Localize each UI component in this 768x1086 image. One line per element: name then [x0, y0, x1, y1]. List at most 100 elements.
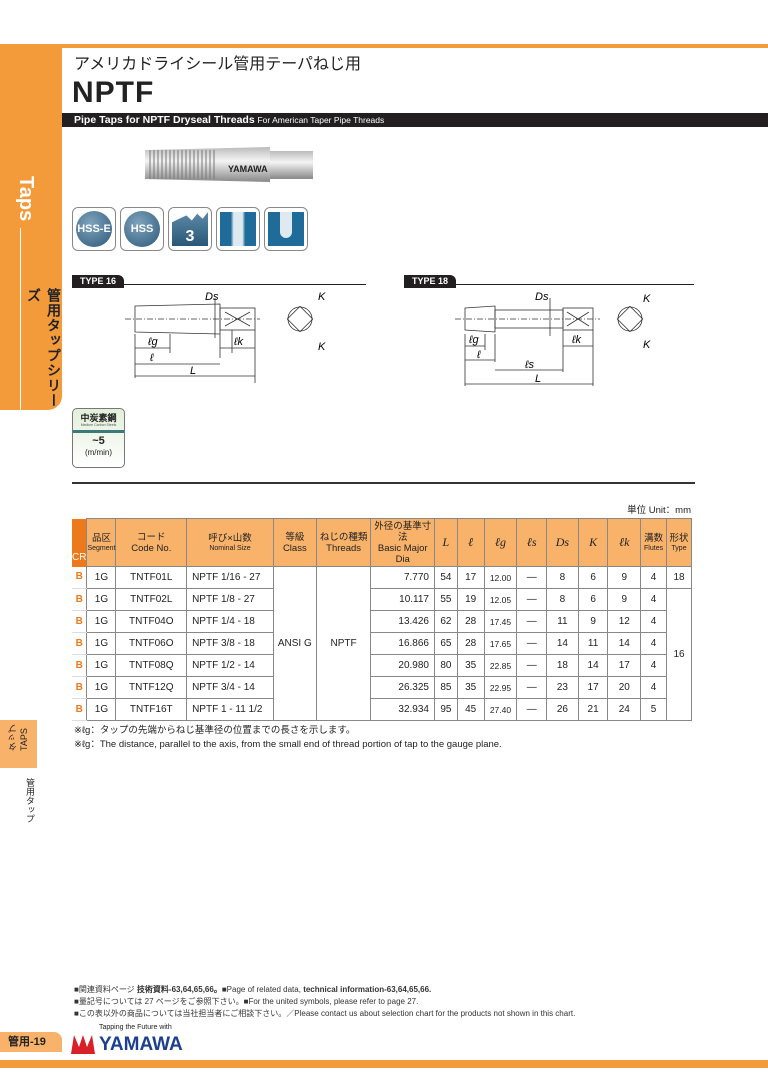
- flutes-cell: 4: [640, 566, 668, 589]
- dim-K: K: [318, 341, 326, 353]
- ls-cell: —: [516, 654, 548, 677]
- flutes-cell: 4: [640, 632, 668, 655]
- type-16-label: TYPE 16: [72, 275, 125, 288]
- l-cell: 28: [456, 632, 485, 655]
- flutes-cell: 5: [640, 698, 668, 721]
- feature-icons: HSS-E HSS 3: [72, 207, 308, 251]
- cr-cell: B: [72, 566, 87, 589]
- footer-line-2: ■量記号については 27 ページをご参照下さい。■For the united …: [74, 997, 419, 1006]
- code-cell: TNTF06O: [115, 632, 188, 655]
- K-cell: 11: [577, 632, 609, 655]
- footer-line-1: ■関連資料ページ 技術資料-63,64,65,66。■Page of relat…: [74, 985, 432, 994]
- note-jp: ※ℓg：タップの先端からねじ基準径の位置までの長さを示します。: [74, 725, 356, 736]
- basic-major-dia-cell: 26.325: [370, 676, 435, 699]
- top-rule: [0, 44, 768, 48]
- lg-cell: 12.05: [483, 588, 518, 611]
- col-cr: CR: [72, 518, 87, 567]
- segment-cell: 1G: [86, 632, 117, 655]
- Ds-cell: 18: [546, 654, 579, 677]
- L-cell: 62: [433, 610, 458, 633]
- lg-cell: 27.40: [483, 698, 518, 721]
- code-cell: TNTF04O: [115, 610, 188, 633]
- thread-class-icon: 3: [168, 207, 212, 251]
- subtitle: For American Taper Pipe Threads: [257, 115, 385, 125]
- segment-cell: 1G: [86, 698, 117, 721]
- nominal-size-cell: NPTF 3/4 - 14: [186, 676, 274, 699]
- speed-unit: (m/min): [84, 448, 113, 457]
- col-lg: ℓg: [483, 518, 518, 567]
- L-cell: 80: [433, 654, 458, 677]
- basic-major-dia-cell: 7.770: [370, 566, 435, 589]
- type-cell: 18: [666, 566, 692, 589]
- dim-l: ℓ: [149, 352, 154, 364]
- note-en: ※ℓg：The distance, parallel to the axis, …: [74, 739, 502, 750]
- l-cell: 19: [456, 588, 485, 611]
- yamawa-logo-mark: [71, 1035, 95, 1054]
- dim-l: ℓ: [476, 349, 481, 361]
- nominal-size-cell: NPTF 1/2 - 14: [186, 654, 274, 677]
- class-cell: ANSI G: [272, 566, 317, 721]
- nominal-size-cell: NPTF 1/8 - 27: [186, 588, 274, 611]
- basic-major-dia-cell: 16.866: [370, 632, 435, 655]
- dim-Ds: Ds: [535, 291, 549, 303]
- lg-cell: 22.95: [483, 676, 518, 699]
- tab-en: TAPS: [19, 728, 29, 751]
- type-cell: 16: [666, 588, 692, 721]
- L-cell: 95: [433, 698, 458, 721]
- type-18-label: TYPE 18: [404, 275, 457, 288]
- ls-cell: —: [516, 588, 548, 611]
- lk-cell: 12: [607, 610, 642, 633]
- straight-flute-icon: [216, 207, 260, 251]
- K-cell: 6: [577, 566, 609, 589]
- K-cell: 14: [577, 654, 609, 677]
- code-cell: TNTF08Q: [115, 654, 188, 677]
- flutes-cell: 4: [640, 610, 668, 633]
- code-cell: TNTF02L: [115, 588, 188, 611]
- lg-cell: 17.65: [483, 632, 518, 655]
- segment-cell: 1G: [86, 676, 117, 699]
- flutes-cell: 4: [640, 588, 668, 611]
- ls-cell: —: [516, 566, 548, 589]
- nominal-size-cell: NPTF 1/16 - 27: [186, 566, 274, 589]
- page-number: 管用-19: [0, 1032, 62, 1052]
- type-16-header: TYPE 16: [72, 271, 366, 288]
- speed-value: ~5: [92, 435, 105, 447]
- dim-lk: ℓk: [571, 334, 582, 346]
- flutes-cell: 4: [640, 676, 668, 699]
- yamawa-logo: Tapping the Future with YAMAWA: [70, 1024, 200, 1056]
- col-ls: ℓs: [516, 518, 548, 567]
- dim-K: K: [318, 291, 326, 303]
- table-notes: ※ℓg：タップの先端からねじ基準径の位置までの長さを示します。 ※ℓg：The …: [74, 724, 702, 752]
- unit-label: 単位 Unit：mm: [627, 505, 691, 516]
- code-cell: TNTF01L: [115, 566, 188, 589]
- lk-cell: 17: [607, 654, 642, 677]
- Ds-cell: 11: [546, 610, 579, 633]
- lk-cell: 14: [607, 632, 642, 655]
- nominal-size-cell: NPTF 3/8 - 18: [186, 632, 274, 655]
- speed-divider: [73, 430, 124, 433]
- segment-cell: 1G: [86, 566, 117, 589]
- K-cell: 6: [577, 588, 609, 611]
- sub-section-label: 管用タップ: [25, 778, 35, 823]
- tap-brand-label: YAMAWA: [228, 164, 268, 174]
- footer-notes: ■関連資料ページ 技術資料-63,64,65,66。■Page of relat…: [74, 984, 575, 1020]
- ls-cell: —: [516, 610, 548, 633]
- cutting-speed-badge: 中炭素鋼 Medium Carbon Steels ~5 (m/min): [72, 408, 125, 468]
- threads-cell: NPTF: [315, 566, 372, 721]
- Ds-cell: 26: [546, 698, 579, 721]
- ls-cell: —: [516, 698, 548, 721]
- Ds-cell: 14: [546, 632, 579, 655]
- l-cell: 35: [456, 676, 485, 699]
- l-cell: 35: [456, 654, 485, 677]
